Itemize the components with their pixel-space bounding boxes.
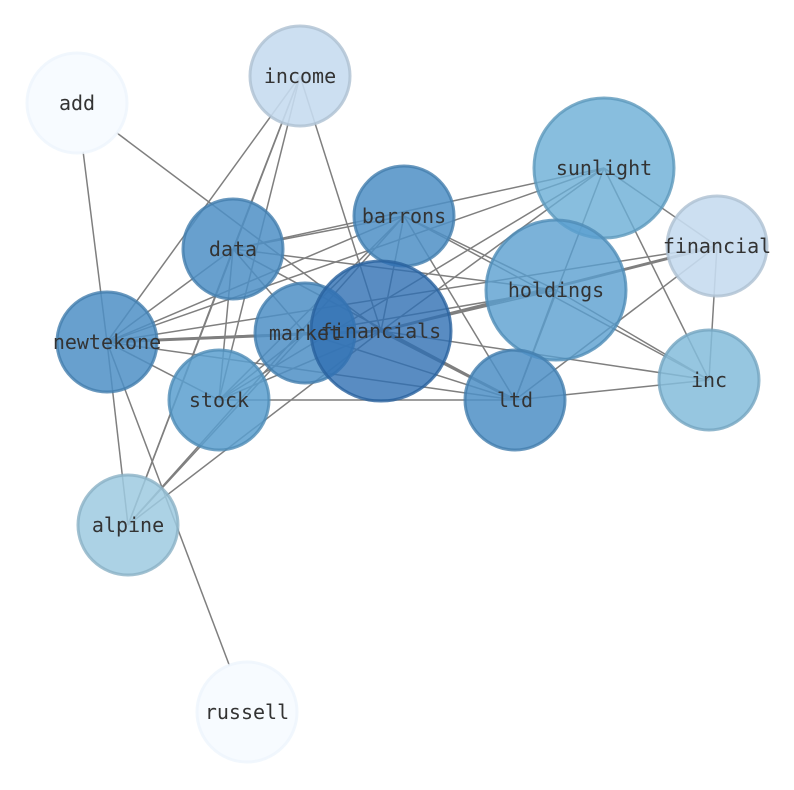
node-data [181, 197, 285, 301]
node-russell [195, 660, 299, 764]
node-ltd [463, 348, 567, 452]
node-label-russell: russell [205, 700, 289, 724]
node-stock [167, 348, 271, 452]
node-label-ltd: ltd [497, 388, 533, 412]
node-circle-inc [657, 328, 761, 432]
node-circle-russell [195, 660, 299, 764]
node-label-stock: stock [189, 388, 249, 412]
node-circle-data [181, 197, 285, 301]
node-label-market: market [269, 321, 341, 345]
node-circle-income [248, 24, 352, 128]
node-circle-financial [665, 194, 769, 298]
node-label-add: add [59, 91, 95, 115]
node-circle-alpine [76, 473, 180, 577]
node-label-barrons: barrons [362, 204, 446, 228]
node-alpine [76, 473, 180, 577]
node-holdings [484, 218, 628, 362]
node-circle-financials [309, 259, 453, 403]
node-label-sunlight: sunlight [556, 156, 652, 180]
node-income [248, 24, 352, 128]
node-add [25, 51, 129, 155]
node-financial [665, 194, 769, 298]
node-label-income: income [264, 64, 336, 88]
node-label-data: data [209, 237, 257, 261]
node-circle-add [25, 51, 129, 155]
node-financials [309, 259, 453, 403]
node-label-inc: inc [691, 368, 727, 392]
node-newtekone [55, 290, 159, 394]
node-circle-ltd [463, 348, 567, 452]
node-label-alpine: alpine [92, 513, 164, 537]
node-layer: add income russell financial alpine inc sunlig… [25, 24, 771, 764]
node-circle-stock [167, 348, 271, 452]
node-label-holdings: holdings [508, 278, 604, 302]
node-label-newtekone: newtekone [53, 330, 161, 354]
node-label-financial: financial [663, 234, 771, 258]
edge-sunlight-newtekone [106, 167, 605, 343]
node-inc [657, 328, 761, 432]
node-circle-holdings [484, 218, 628, 362]
node-circle-newtekone [55, 290, 159, 394]
node-label-financials: financials [321, 319, 441, 343]
